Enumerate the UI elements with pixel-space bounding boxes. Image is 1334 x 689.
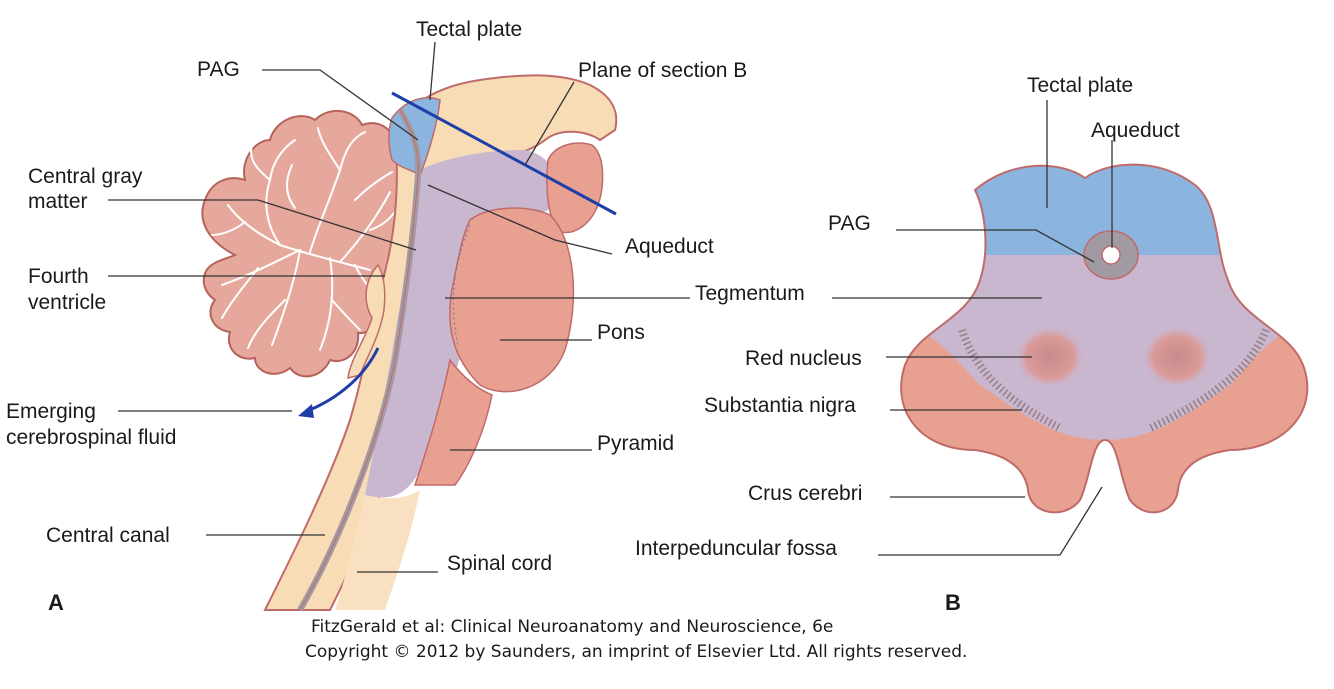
label-central-gray-2: matter <box>28 190 88 213</box>
label-tegmentum-a: Tegmentum <box>695 282 805 305</box>
label-tectal-plate-b: Tectal plate <box>1027 74 1133 97</box>
label-pons: Pons <box>597 321 645 344</box>
label-emerging-2: cerebrospinal fluid <box>6 426 176 449</box>
sagittal-section-a: Tectal plate PAG Plane of section B Cent… <box>6 18 805 615</box>
label-spinal-cord: Spinal cord <box>447 552 552 575</box>
cross-section-b: Tectal plate Aqueduct PAG Red nucleus Su… <box>635 74 1309 615</box>
midbrain-outline <box>900 163 1309 514</box>
pyramid-region <box>413 358 493 486</box>
fourth-ventricle <box>347 263 386 379</box>
label-red-nucleus: Red nucleus <box>745 347 862 370</box>
label-substantia-nigra: Substantia nigra <box>704 394 856 417</box>
panel-label-b: B <box>945 590 961 615</box>
red-nucleus-right <box>1143 327 1211 387</box>
label-aqueduct-a: Aqueduct <box>625 235 714 258</box>
label-tectal-plate-a: Tectal plate <box>416 18 522 41</box>
label-fourth-ventricle-1: Fourth <box>28 265 89 288</box>
label-aqueduct-b: Aqueduct <box>1091 119 1180 142</box>
red-nucleus-left <box>1016 327 1084 387</box>
label-pag-b: PAG <box>828 212 871 235</box>
plane-of-section-line <box>391 91 617 216</box>
colliculus-bump <box>546 142 604 234</box>
label-pyramid: Pyramid <box>597 432 674 455</box>
label-emerging-1: Emerging <box>6 400 96 423</box>
aqueduct-lumen <box>1101 245 1121 265</box>
label-plane-of-section: Plane of section B <box>578 59 747 82</box>
label-central-gray-1: Central gray <box>28 165 143 188</box>
credit-line-1: FitzGerald et al: Clinical Neuroanatomy … <box>311 617 833 637</box>
label-interpeduncular-fossa: Interpeduncular fossa <box>635 537 837 560</box>
label-crus-cerebri: Crus cerebri <box>748 482 862 505</box>
credit-line-2: Copyright © 2012 by Saunders, an imprint… <box>305 642 967 662</box>
label-central-canal: Central canal <box>46 524 170 547</box>
substantia-nigra <box>958 328 1270 432</box>
csf-arrow <box>304 347 380 414</box>
pons-region <box>449 207 575 393</box>
spinal-cord-region <box>335 490 420 610</box>
panel-label-a: A <box>48 590 64 615</box>
label-pag-a: PAG <box>197 58 240 81</box>
label-fourth-ventricle-2: ventricle <box>28 291 106 314</box>
